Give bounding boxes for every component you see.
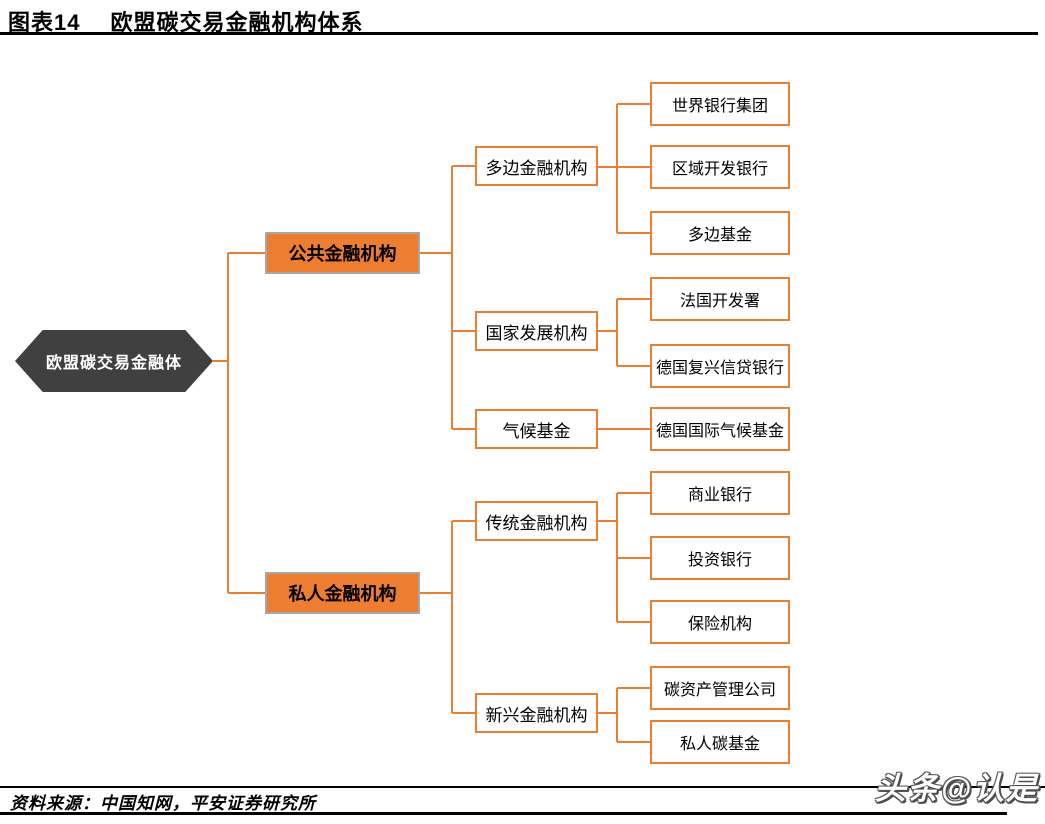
node-public-financial-institutions: 公共金融机构	[265, 232, 420, 274]
leaf-german-international-climate-fund: 德国国际气候基金	[650, 407, 790, 451]
connector-trunk	[213, 252, 265, 594]
figure-name: 欧盟碳交易金融机构体系	[110, 10, 364, 35]
source-note: 资料来源：中国知网，平安证券研究所	[10, 794, 316, 813]
root-node-label: 欧盟碳交易金融体	[45, 355, 182, 372]
leaf-carbon-asset-management-companies: 碳资产管理公司	[650, 666, 790, 710]
figure-number-label: 图表14	[8, 10, 81, 35]
node-national-development-agencies: 国家发展机构	[475, 311, 598, 351]
leaf-multilateral-funds: 多边基金	[650, 211, 790, 255]
root-node-eu-carbon-finance-system: 欧盟碳交易金融体	[15, 330, 213, 392]
connector-public-spine	[420, 165, 475, 430]
connector-national-development	[598, 298, 650, 367]
connector-private-spine	[420, 520, 475, 714]
connector-traditional	[598, 492, 650, 623]
node-traditional-financial-institutions: 传统金融机构	[475, 501, 598, 541]
node-climate-funds: 气候基金	[475, 409, 598, 449]
connector-multilateral	[598, 103, 650, 234]
footer-divider-top	[0, 786, 1045, 788]
leaf-private-carbon-funds: 私人碳基金	[650, 720, 790, 764]
leaf-insurance-institutions: 保险机构	[650, 600, 790, 644]
toutiao-watermark: 头条@认是	[874, 771, 1039, 806]
node-multilateral-financial-institutions: 多边金融机构	[475, 146, 598, 186]
leaf-german-kfw-bank: 德国复兴信贷银行	[650, 344, 790, 388]
node-emerging-financial-institutions: 新兴金融机构	[475, 693, 598, 733]
leaf-commercial-banks: 商业银行	[650, 471, 790, 515]
leaf-world-bank-group: 世界银行集团	[650, 82, 790, 126]
footer-divider-bottom	[0, 812, 1007, 815]
leaf-regional-development-banks: 区域开发银行	[650, 145, 790, 189]
leaf-french-development-agency: 法国开发署	[650, 277, 790, 321]
figure-title: 图表14 欧盟碳交易金融机构体系	[8, 5, 364, 37]
connector-emerging	[598, 687, 650, 743]
leaf-investment-banks: 投资银行	[650, 536, 790, 580]
title-divider	[0, 32, 1038, 35]
node-private-financial-institutions: 私人金融机构	[265, 572, 420, 614]
